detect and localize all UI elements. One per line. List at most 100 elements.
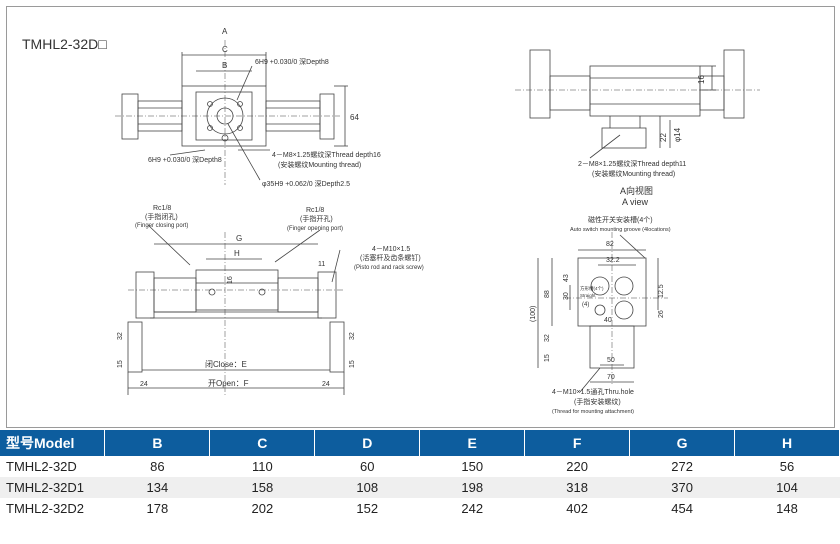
side-thread-callout-cn: (安装螺纹Mounting thread) <box>592 169 675 178</box>
dim-82: 82 <box>606 241 614 248</box>
bore-callout: φ35H9 +0.062/0 深Depth2.5 <box>262 179 350 188</box>
cell-e: 198 <box>419 477 525 498</box>
dim-32-left: 32 <box>117 332 124 340</box>
table-row: TMHL2-32D 86 110 60 150 220 272 56 <box>0 456 840 477</box>
dim-phi14: φ14 <box>673 127 682 142</box>
dim-b: B <box>222 61 227 70</box>
cell-b: 178 <box>104 498 210 519</box>
cell-model: TMHL2-32D2 <box>0 498 105 519</box>
spec-table: 型号Model B C D E F G H TMHL2-32D 86 110 6… <box>0 430 840 519</box>
cell-d: 60 <box>314 456 420 477</box>
cell-f: 220 <box>524 456 630 477</box>
dim-100: (100) <box>530 306 537 322</box>
dim-24-right: 24 <box>322 381 330 388</box>
header-d: D <box>314 430 421 456</box>
header-f: F <box>524 430 631 456</box>
switch-groove-cn: 磁性开关安装槽(4个) <box>588 215 653 224</box>
switch-groove-en: Auto switch mounting groove (4locations) <box>570 227 671 233</box>
side-view: 16 φ14 22 2－M8×1.25螺纹深Thread depth11 (安装… <box>515 49 760 207</box>
cell-e: 150 <box>419 456 525 477</box>
technical-drawing: A C B 6H9 +0.030/0 深Depth8 64 6H9 +0.030… <box>115 27 760 415</box>
thru-hole-callout: 4－M10×1.5通孔Thru.hole <box>552 387 634 396</box>
cell-g: 454 <box>629 498 735 519</box>
header-c: C <box>209 430 316 456</box>
port-close-cn: (手指闭孔) <box>145 212 178 221</box>
thru-hole-en: (Thread for mounting attachment) <box>552 409 634 415</box>
side-thread-callout: 2－M8×1.25螺纹深Thread depth11 <box>578 159 686 168</box>
dim-h: H <box>234 249 240 258</box>
dim-26: 26 <box>658 310 665 318</box>
table-row: TMHL2-32D2 178 202 152 242 402 454 148 <box>0 498 840 519</box>
dim-22: 22 <box>659 133 668 142</box>
dim-70: 70 <box>607 374 615 381</box>
open-label: 开Open：F <box>208 379 249 388</box>
header-e: E <box>419 430 526 456</box>
dim-32-2: 32.2 <box>606 257 620 264</box>
header-model: 型号Model <box>0 430 106 456</box>
dim-64: 64 <box>350 113 359 122</box>
cell-d: 152 <box>314 498 420 519</box>
cell-c: 110 <box>209 456 315 477</box>
cell-f: 318 <box>524 477 630 498</box>
top-view: A C B 6H9 +0.030/0 深Depth8 64 6H9 +0.030… <box>115 27 381 188</box>
groove-small-en: Straight <box>580 293 596 298</box>
cell-model: TMHL2-32D1 <box>0 477 105 498</box>
cell-h: 104 <box>734 477 840 498</box>
dim-32-right: 32 <box>349 332 356 340</box>
screw-label: 4－M10×1.5 <box>372 246 410 253</box>
dim-30: 30 <box>563 292 570 300</box>
dim-12-5: 12.5 <box>658 284 665 298</box>
groove-small: 方形槽(4个) <box>580 285 604 292</box>
screw-en: (Pisto rod and rack screw) <box>354 265 424 271</box>
cell-e: 242 <box>419 498 525 519</box>
dim-24-left: 24 <box>140 381 148 388</box>
dim-32-end: 32 <box>544 334 551 342</box>
thread-callout-cn: (安装螺纹Mounting thread) <box>278 160 361 169</box>
cell-g: 272 <box>629 456 735 477</box>
port-open-cn: (手指开孔) <box>300 214 333 223</box>
cell-h: 56 <box>734 456 840 477</box>
port-open-label: Rc1/8 <box>306 207 324 214</box>
dim-43: 43 <box>563 274 570 282</box>
thru-hole-cn: (手指安装螺纹) <box>574 397 621 406</box>
dim-16-front: 16 <box>227 276 234 284</box>
section-label-a: A <box>222 27 228 36</box>
cell-b: 134 <box>104 477 210 498</box>
model-title: TMHL2-32D□ <box>22 36 107 52</box>
dim-g: G <box>236 234 242 243</box>
dim-88: 88 <box>544 290 551 298</box>
cell-b: 86 <box>104 456 210 477</box>
cell-g: 370 <box>629 477 735 498</box>
front-view: Rc1/8 (手指闭孔) (Finger closing port) Rc1/8… <box>117 205 424 395</box>
cell-model: TMHL2-32D <box>0 456 105 477</box>
cell-d: 108 <box>314 477 420 498</box>
drawing-frame <box>6 6 835 428</box>
cell-c: 158 <box>209 477 315 498</box>
screw-cn: (活塞杆及齿条螺钉) <box>360 253 421 262</box>
dim-4: (4) <box>582 302 589 308</box>
dim-15-end: 15 <box>544 354 551 362</box>
cell-f: 402 <box>524 498 630 519</box>
table-header-row: 型号Model B C D E F G H <box>0 430 840 456</box>
dim-15-left: 15 <box>117 360 124 368</box>
end-view: 磁性开关安装槽(4个) Auto switch mounting groove … <box>530 215 671 415</box>
view-label-cn: A向视图 <box>620 185 653 196</box>
dim-15-right: 15 <box>349 360 356 368</box>
dim-11: 11 <box>318 261 325 268</box>
dim-40: 40 <box>604 317 612 324</box>
port-close-en: (Finger closing port) <box>135 223 188 229</box>
header-b: B <box>104 430 211 456</box>
port-open-en: (Finger opening port) <box>287 226 343 232</box>
cell-h: 148 <box>734 498 840 519</box>
dim-16: 16 <box>697 75 706 84</box>
pin-hole-bottom-callout: 6H9 +0.030/0 深Depth8 <box>148 155 222 164</box>
close-label: 闭Close：E <box>205 360 247 369</box>
view-label-en: A view <box>622 197 649 207</box>
header-g: G <box>629 430 736 456</box>
dim-50: 50 <box>607 357 615 364</box>
cell-c: 202 <box>209 498 315 519</box>
thread-callout: 4－M8×1.25螺纹深Thread depth16 <box>272 150 381 159</box>
port-close-label: Rc1/8 <box>153 205 171 212</box>
pin-hole-top-callout: 6H9 +0.030/0 深Depth8 <box>255 57 329 66</box>
dim-c: C <box>222 45 228 54</box>
